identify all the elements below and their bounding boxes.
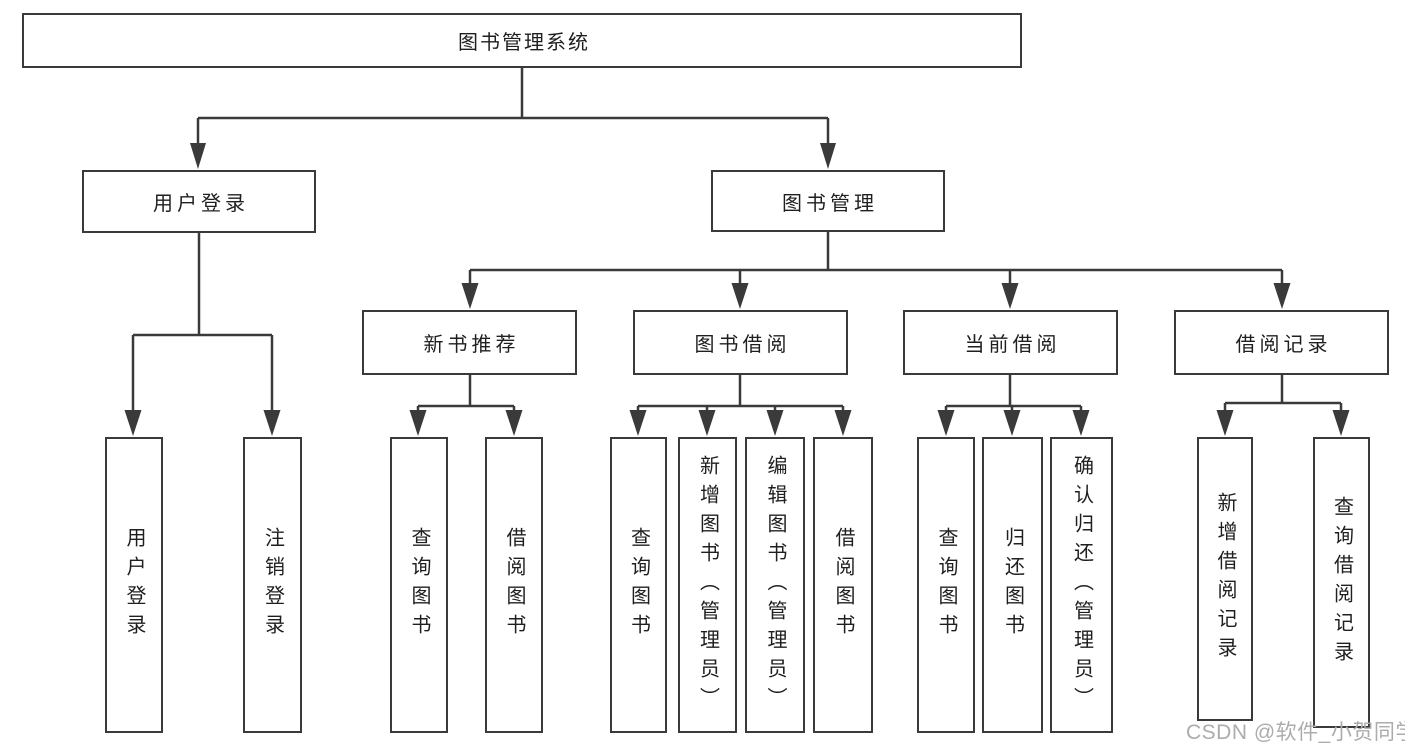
leaf-confirm-return-admin: 确认归还（管理员） [1050,437,1113,733]
node-user-login: 用户登录 [82,170,316,233]
node-label: 编辑图书（管理员） [764,454,786,716]
node-label: 当前借阅 [964,334,1061,356]
node-label: 新增借阅记录 [1214,492,1236,666]
node-book-management: 图书管理 [711,170,945,232]
node-label: 图书借阅 [694,334,791,356]
node-label: 借阅图书 [832,527,854,643]
leaf-add-books-admin: 新增图书（管理员） [678,437,737,733]
leaf-query-books-borrow: 查询图书 [610,437,667,733]
node-label: 图书管理系统 [458,32,590,54]
node-label: 借阅图书 [503,527,525,643]
node-label: 查询图书 [627,527,650,643]
leaf-query-books-current: 查询图书 [917,437,975,733]
node-label: 借阅记录 [1235,334,1332,356]
node-label: 用户登录 [153,193,249,215]
node-label: 归还图书 [1001,527,1024,643]
leaf-edit-books-admin: 编辑图书（管理员） [745,437,805,733]
node-label: 查询图书 [935,527,957,643]
node-label: 确认归还（管理员） [1070,454,1093,716]
node-label: 查询图书 [408,527,430,643]
node-library-management-system: 图书管理系统 [22,13,1022,68]
leaf-user-login: 用户登录 [105,437,163,733]
node-label: 注销登录 [261,527,284,643]
leaf-add-borrow-record: 新增借阅记录 [1197,437,1253,721]
leaf-query-books-recommend: 查询图书 [390,437,448,733]
node-book-borrow: 图书借阅 [633,310,848,375]
node-current-borrow: 当前借阅 [903,310,1118,375]
csdn-watermark: CSDN @软件_小贺同学 [1186,721,1405,744]
node-label: 图书管理 [782,192,878,215]
leaf-return-books: 归还图书 [982,437,1043,733]
leaf-logout: 注销登录 [243,437,302,733]
node-label: 新书推荐 [423,334,520,356]
node-label: 查询借阅记录 [1330,495,1353,670]
node-label: 新增图书（管理员） [696,454,719,716]
node-label: 用户登录 [123,527,145,643]
node-borrow-records: 借阅记录 [1174,310,1389,375]
leaf-borrow-books: 借阅图书 [813,437,873,733]
node-new-book-recommend: 新书推荐 [362,310,577,375]
leaf-borrow-books-recommend: 借阅图书 [485,437,543,733]
leaf-query-borrow-record: 查询借阅记录 [1313,437,1370,728]
